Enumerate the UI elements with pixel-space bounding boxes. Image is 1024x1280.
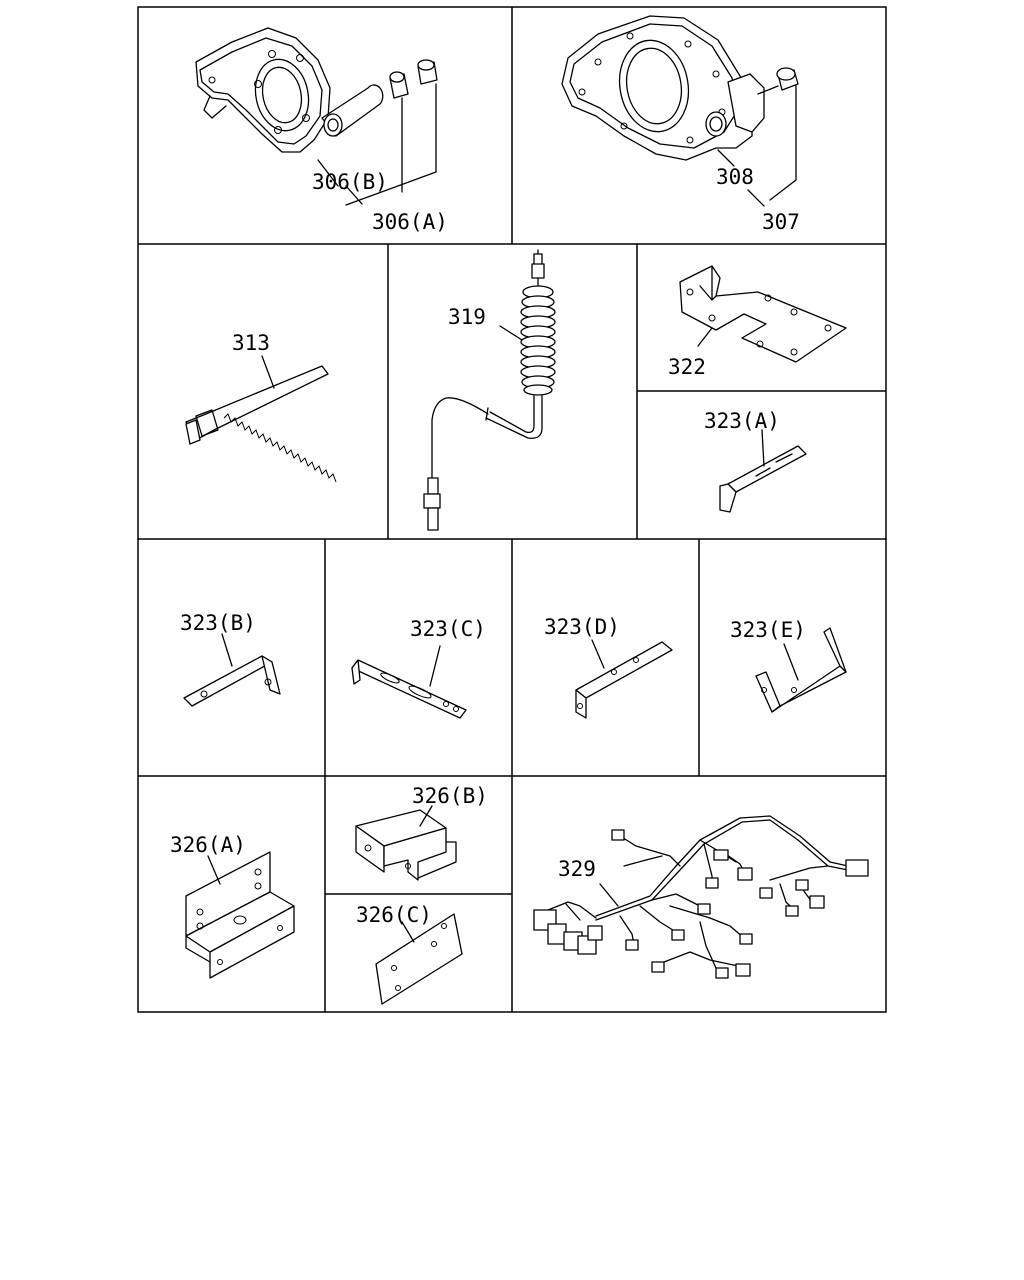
part-323b-bracket-drawing [183, 633, 281, 707]
part-326b-bracket-drawing [355, 805, 457, 881]
part-306-housing-drawing [195, 27, 438, 206]
label-323d: 323(D) [544, 615, 620, 639]
label-329: 329 [558, 857, 596, 881]
label-323b: 323(B) [180, 611, 256, 635]
label-326b: 326(B) [412, 784, 488, 808]
part-326c-bracket-drawing [375, 913, 463, 1005]
coil-rings [520, 285, 556, 396]
part-322-bracket-drawing [679, 265, 847, 363]
part-329-wiring-harness-drawing [533, 815, 869, 979]
label-322: 322 [668, 355, 706, 379]
label-319: 319 [448, 305, 486, 329]
label-306a: 306(A) [372, 210, 448, 234]
label-308: 308 [716, 165, 754, 189]
label-326c: 326(C) [356, 903, 432, 927]
label-313: 313 [232, 331, 270, 355]
label-323c: 323(C) [410, 617, 486, 641]
part-323e-bracket-drawing [755, 627, 847, 713]
label-323e: 323(E) [730, 618, 806, 642]
label-323a: 323(A) [704, 409, 780, 433]
part-326a-bracket-drawing [185, 851, 295, 979]
part-313-cable-tie-drawing [185, 355, 337, 483]
part-319-coil-hose-drawing [423, 249, 556, 531]
label-326a: 326(A) [170, 833, 246, 857]
label-307: 307 [762, 210, 800, 234]
part-308-cover-drawing [561, 15, 799, 207]
part-323d-bracket-drawing [575, 639, 673, 719]
grid-frame [137, 6, 887, 1013]
part-323c-bracket-drawing [351, 645, 467, 719]
label-306b: 306(B) [312, 170, 388, 194]
part-323a-bracket-drawing [719, 429, 807, 513]
